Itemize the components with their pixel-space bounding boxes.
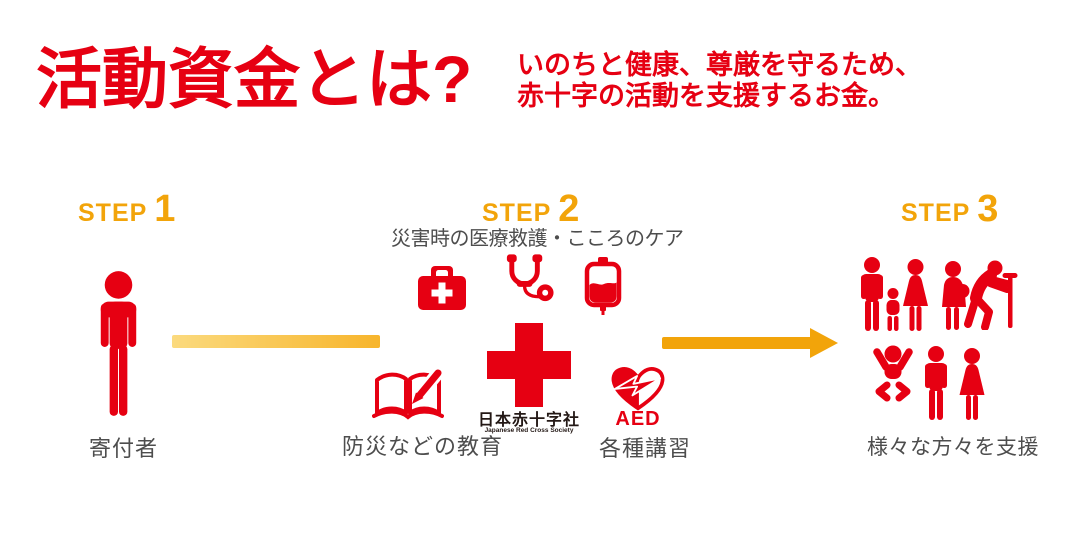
red-cross-icon	[487, 323, 571, 407]
step2-top-caption: 災害時の医療救護・こころのケア	[391, 228, 684, 250]
education-caption: 防災などの教育	[342, 434, 504, 459]
aed-label: AED	[615, 408, 661, 430]
courses-caption: 各種講習	[599, 436, 692, 461]
blood-bag-icon	[584, 257, 622, 315]
step3-caption: 様々な方々を支援	[867, 436, 1039, 459]
family-child-icon	[884, 288, 902, 331]
subtitle-line-1: いのちと健康、尊厳を守るため、	[517, 50, 922, 80]
step2-word: STEP	[482, 199, 552, 227]
arrow-right-icon	[662, 328, 838, 358]
baby-icon	[872, 344, 914, 402]
woman-icon	[958, 348, 986, 420]
step1-label: STEP 1	[78, 188, 175, 231]
red-cross-logo-jp: 日本赤十字社	[477, 412, 580, 429]
red-cross-logo-en: Japanese Red Cross Society	[484, 427, 574, 434]
man-icon	[921, 346, 951, 420]
aed-heart-icon	[606, 364, 670, 412]
family-woman-icon	[902, 259, 929, 331]
family-man-icon	[857, 257, 887, 331]
flow-bar-icon	[172, 335, 380, 348]
donor-person-icon	[87, 270, 150, 418]
open-book-pencil-icon	[372, 368, 444, 424]
stethoscope-icon	[501, 253, 556, 303]
first-aid-kit-icon	[418, 266, 466, 310]
subtitle-line-2: 赤十字の活動を支援するお金。	[517, 81, 895, 112]
step3-number: 3	[977, 188, 999, 230]
step2-label: STEP 2	[482, 188, 579, 231]
page-title: 活動資金とは?	[36, 42, 473, 116]
page-subtitle: いのちと健康、尊厳を守るため、 赤十字の活動を支援するお金。	[517, 50, 922, 113]
step1-number: 1	[154, 188, 176, 230]
step3-label: STEP 3	[901, 188, 998, 231]
pregnant-woman-icon	[937, 261, 970, 331]
step3-word: STEP	[901, 199, 971, 227]
step1-word: STEP	[78, 199, 148, 227]
elderly-person-cane-icon	[964, 260, 1022, 330]
step1-caption: 寄付者	[89, 436, 159, 461]
step2-number: 2	[558, 188, 580, 230]
